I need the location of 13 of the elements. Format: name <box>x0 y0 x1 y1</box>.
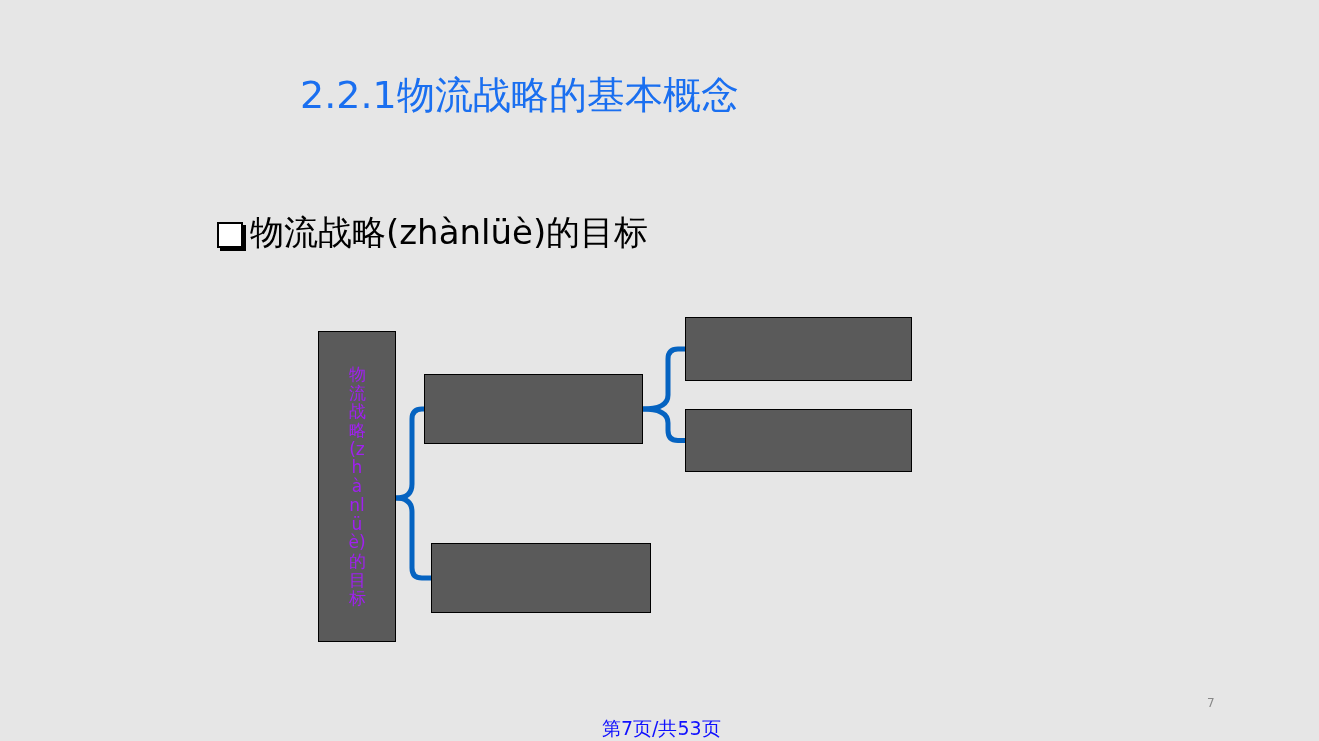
page-number: 7 <box>1207 695 1215 712</box>
slide-title: 2.2.1物流战略的基本概念 <box>300 72 739 119</box>
empty-box <box>685 409 912 472</box>
tall-box <box>318 331 396 642</box>
brace-connector <box>642 346 685 412</box>
empty-box <box>424 374 643 444</box>
empty-box <box>431 543 651 613</box>
empty-box <box>685 317 912 381</box>
vertical-label: 物流战略(zhànlüè)的目标 <box>348 365 366 608</box>
footer-page-text: 第7页/共53页 <box>602 716 721 741</box>
brace-connector <box>395 406 425 501</box>
brace-connector <box>395 495 431 581</box>
bullet-text: 物流战略(zhànlüè)的目标 <box>250 211 649 254</box>
